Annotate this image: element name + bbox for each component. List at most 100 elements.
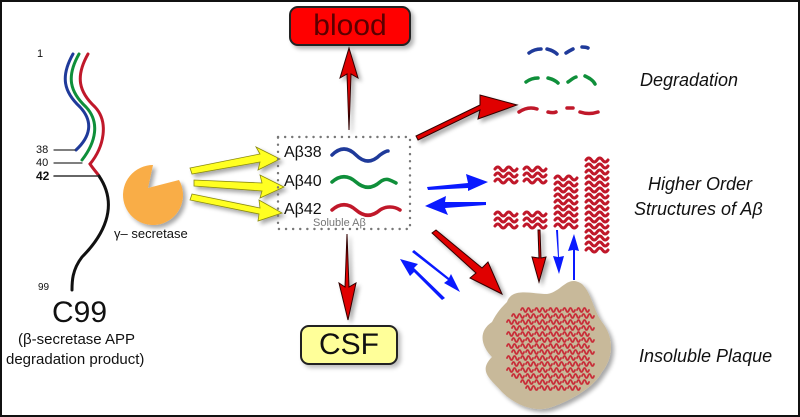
oligomer-strand	[584, 240, 610, 248]
oligomer-strand	[553, 222, 579, 230]
plaque-fibril	[525, 313, 539, 319]
plaque-fibril	[562, 343, 576, 349]
oligomer-strand	[493, 165, 519, 173]
plaque-fibril	[576, 331, 590, 337]
oligomer-strand	[522, 171, 548, 179]
plaque-fibril	[553, 313, 567, 319]
oligomer-strand	[584, 162, 610, 170]
oligomer-strand	[493, 177, 519, 185]
oligomer-strand	[584, 228, 610, 236]
plaque-fibril	[539, 385, 553, 391]
insoluble-plaque-blob	[482, 280, 611, 410]
plaque-fibril	[553, 325, 567, 331]
plaque-fibril	[534, 307, 548, 313]
oligomer-strand	[584, 222, 610, 230]
residue-label-40: 40	[36, 157, 49, 169]
plaque-fibril	[562, 307, 576, 313]
ab40-peptide	[330, 175, 398, 189]
plaque-fibril	[576, 307, 590, 313]
blue-arrows	[400, 174, 579, 300]
plaque-fibril	[567, 349, 581, 355]
oligomer-strand	[584, 180, 610, 188]
plaque-fibril	[534, 343, 548, 349]
plaque-fibril	[562, 355, 576, 361]
yellow-arrow-ab40	[193, 174, 285, 199]
ab38-label: Aβ38	[284, 144, 322, 161]
plaque-fibril	[567, 337, 581, 343]
oligomer-strand	[553, 204, 579, 212]
oligomer-strand	[584, 156, 610, 164]
plaque-fibril	[539, 361, 553, 367]
plaque-fibril	[562, 319, 576, 325]
plaque-fibril	[581, 349, 595, 355]
plaque-fibril	[520, 343, 534, 349]
plaque-fibril	[525, 349, 539, 355]
higher-order-structures	[493, 156, 610, 254]
plaque-fibril	[567, 313, 581, 319]
c99-ab42-strand	[78, 52, 105, 178]
plaque-fibril	[567, 385, 581, 391]
red-arrows	[338, 46, 547, 321]
plaque-fibril	[553, 373, 567, 379]
plaque-fibril	[576, 319, 590, 325]
insoluble-plaque-label: Insoluble Plaque	[639, 346, 773, 366]
arrow-plaque-to-soluble-a	[400, 259, 445, 300]
oligomer-strand	[553, 216, 579, 224]
plaque-fibril	[539, 325, 553, 331]
plaque-fibril	[553, 349, 567, 355]
ab42-label: Aβ42	[284, 201, 322, 218]
degradation-fragments	[517, 45, 600, 116]
oligomer-strand	[553, 210, 579, 218]
plaque-fibril	[539, 349, 553, 355]
plaque-fibril	[534, 319, 548, 325]
plaque-fibril	[520, 367, 534, 373]
yellow-arrow-ab38	[189, 146, 281, 175]
oligomer-strand	[584, 210, 610, 218]
plaque-fibril	[506, 331, 520, 337]
plaque-fibril	[548, 367, 562, 373]
oligomer-strand	[584, 192, 610, 200]
plaque-fibril	[539, 373, 553, 379]
oligomer-strand	[493, 216, 519, 224]
residue-label-38: 38	[36, 144, 49, 156]
plaque-fibril	[567, 325, 581, 331]
oligomer-strand	[584, 216, 610, 224]
oligomer-strand	[522, 210, 548, 218]
plaque-fibril	[581, 313, 595, 319]
gamma-secretase-icon	[123, 165, 184, 225]
plaque-fibril	[576, 367, 590, 373]
plaque-fibril	[562, 379, 576, 385]
plaque-fibril	[548, 355, 562, 361]
plaque-fibril	[581, 373, 595, 379]
arrow-plaque-to-oligomer-blue	[568, 234, 579, 280]
blood-box: blood	[289, 6, 411, 46]
arrow-to-blood	[339, 46, 359, 131]
plaque-fibril	[562, 367, 576, 373]
oligomer-strand	[584, 246, 610, 254]
oligomer-strand	[553, 192, 579, 200]
plaque-fibril	[553, 337, 567, 343]
oligomer-strand	[584, 186, 610, 194]
ab42-peptide	[330, 203, 402, 217]
arrow-to-degradation	[415, 94, 519, 141]
plaque-fibril	[562, 331, 576, 337]
arrow-soluble-to-oligomer	[427, 174, 488, 191]
plaque-fibril	[539, 337, 553, 343]
plaque-fibril	[525, 373, 539, 379]
plaque-fibril	[534, 331, 548, 337]
plaque-fibril	[581, 325, 595, 331]
plaque-fibril	[534, 355, 548, 361]
oligomer-strand	[493, 222, 519, 230]
plaque-fibril	[506, 355, 520, 361]
arrow-oligomer-to-plaque	[531, 229, 547, 284]
plaque-fibril	[511, 337, 525, 343]
oligomer-strand	[553, 174, 579, 182]
ab38-peptide	[330, 147, 390, 163]
plaque-fibril	[567, 361, 581, 367]
oligomer-strand	[553, 186, 579, 194]
arrow-oligomer-to-plaque-blue	[553, 230, 564, 274]
plaque-fibril	[576, 379, 590, 385]
plaque-fibril	[553, 385, 567, 391]
